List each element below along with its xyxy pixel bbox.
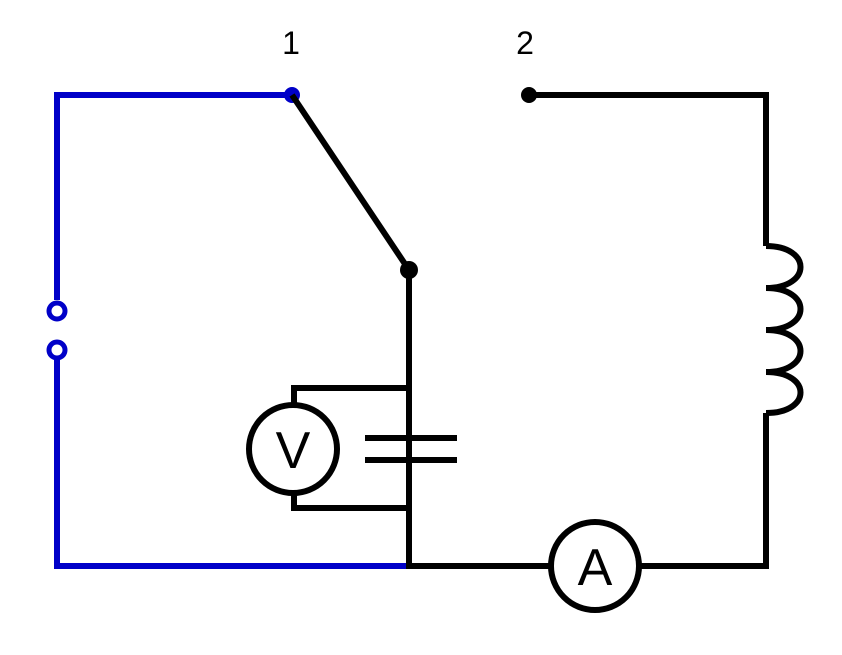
ammeter: A <box>548 519 642 613</box>
two-way-switch: 1 2 <box>282 25 537 279</box>
inductor-coil <box>765 243 804 416</box>
right-wire-top <box>529 92 769 246</box>
source-terminal-bottom <box>46 339 68 361</box>
source-branch <box>46 87 410 569</box>
switch-label-2: 2 <box>516 25 534 61</box>
inductor-branch <box>410 92 804 569</box>
source-wire-bottom <box>54 360 410 569</box>
capacitor-branch <box>365 270 457 569</box>
voltmeter: V <box>246 385 409 511</box>
voltmeter-symbol: V <box>276 422 311 480</box>
right-wire-bottom <box>640 413 769 569</box>
ammeter-symbol: A <box>578 539 613 597</box>
switch-blade <box>289 93 412 272</box>
voltmeter-circle <box>246 402 340 496</box>
switch-label-1: 1 <box>282 25 300 61</box>
ammeter-circle <box>548 519 642 613</box>
source-wire-top <box>54 92 292 300</box>
source-terminal-top <box>46 300 68 322</box>
